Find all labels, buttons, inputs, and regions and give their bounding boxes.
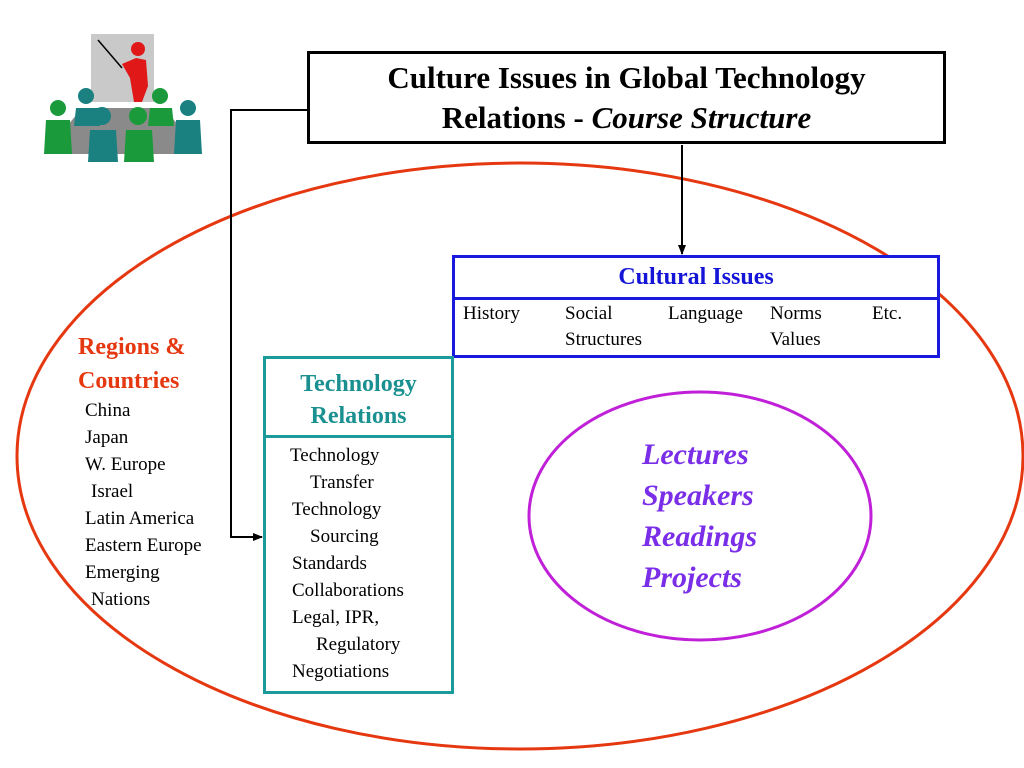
regions-heading: Regions & Countries — [78, 334, 186, 394]
cultural-issues-box: Cultural Issues History Social Structure… — [452, 255, 940, 358]
technology-relations-heading: Technology Relations — [266, 359, 451, 438]
method-readings: Readings — [642, 520, 758, 553]
technology-item: Technology — [292, 499, 382, 520]
method-lectures: Lectures — [642, 438, 749, 471]
outer-ellipse — [15, 161, 1024, 751]
cultural-item: Values — [770, 329, 821, 350]
cultural-item: Structures — [565, 329, 643, 350]
cultural-item: Language — [668, 303, 743, 324]
cultural-item: Norms — [770, 303, 822, 324]
region-item: Japan — [85, 427, 129, 448]
technology-item: Negotiations — [292, 661, 390, 682]
cultural-item: History — [463, 303, 520, 324]
title-line-1: Culture Issues in Global Technology — [387, 59, 866, 95]
technology-relations-box: Technology Relations Technology Transfer… — [263, 356, 454, 694]
presenter-meeting-icon — [44, 34, 202, 162]
region-item: Emerging — [85, 562, 160, 583]
title-italic: Course Structure — [591, 99, 812, 135]
inner-ellipse — [527, 390, 873, 642]
title-line-2: Relations - Course Structure — [441, 99, 812, 135]
title-box: Culture Issues in Global Technology Rela… — [307, 51, 946, 144]
technology-item: Regulatory — [316, 634, 401, 655]
cultural-issues-heading: Cultural Issues — [455, 258, 937, 300]
method-projects: Projects — [642, 561, 742, 594]
region-item: Latin America — [85, 508, 195, 529]
region-item: Nations — [91, 589, 151, 610]
region-item: W. Europe — [85, 454, 166, 475]
connector-title-to-technology — [230, 109, 307, 541]
technology-item: Transfer — [310, 472, 374, 493]
technology-item: Technology — [290, 445, 380, 466]
region-item: Eastern Europe — [85, 535, 202, 556]
technology-item: Sourcing — [310, 526, 379, 547]
region-item: Israel — [91, 481, 134, 502]
cultural-item: Social — [565, 303, 613, 324]
technology-item: Standards — [292, 553, 367, 574]
method-speakers: Speakers — [642, 479, 754, 512]
region-item: China — [85, 400, 131, 421]
cultural-item: Etc. — [872, 303, 903, 324]
technology-item: Legal, IPR, — [292, 607, 380, 628]
technology-item: Collaborations — [292, 580, 404, 601]
